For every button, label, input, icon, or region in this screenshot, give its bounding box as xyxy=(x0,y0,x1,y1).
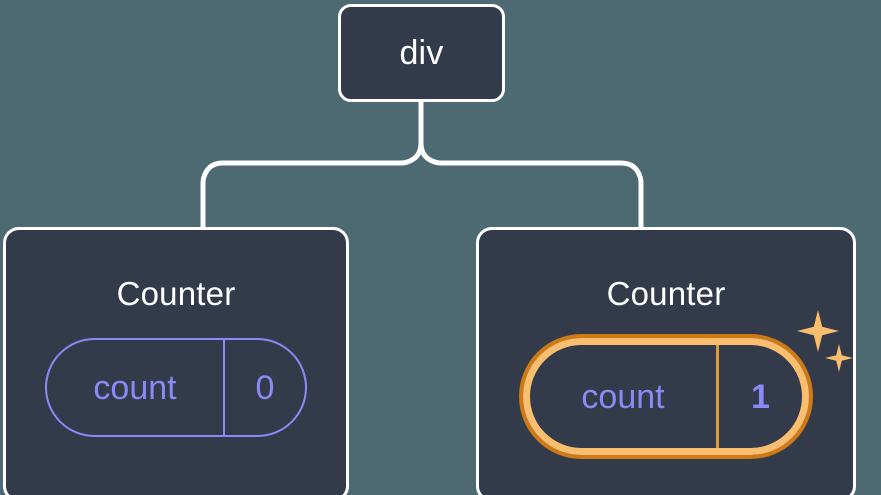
node-div-label: div xyxy=(399,34,444,72)
connector-branch-right xyxy=(418,142,644,229)
state-pill-divider-left xyxy=(223,340,225,435)
state-pill-left[interactable]: count 0 xyxy=(45,338,307,437)
state-value-right: 1 xyxy=(751,377,770,416)
node-counter-left[interactable]: Counter count 0 xyxy=(3,227,349,495)
state-value-left: 0 xyxy=(255,368,275,407)
state-pill-divider-right xyxy=(716,345,719,448)
state-pill-wrap-left: count 0 xyxy=(45,338,307,437)
connector-branch-left xyxy=(200,142,424,229)
sparkle-group xyxy=(797,310,867,390)
state-pill-right[interactable]: count 1 xyxy=(523,338,809,455)
node-div[interactable]: div xyxy=(338,4,505,102)
state-key-right: count xyxy=(581,377,665,416)
state-pill-wrap-right: count 1 xyxy=(523,310,853,455)
node-counter-right-label: Counter xyxy=(606,275,726,312)
node-counter-right[interactable]: Counter count 1 xyxy=(476,227,856,495)
node-counter-left-label: Counter xyxy=(116,275,236,312)
sparkle-icon-large xyxy=(797,310,839,352)
state-key-left: count xyxy=(93,368,177,407)
sparkle-icon-small xyxy=(825,344,853,372)
